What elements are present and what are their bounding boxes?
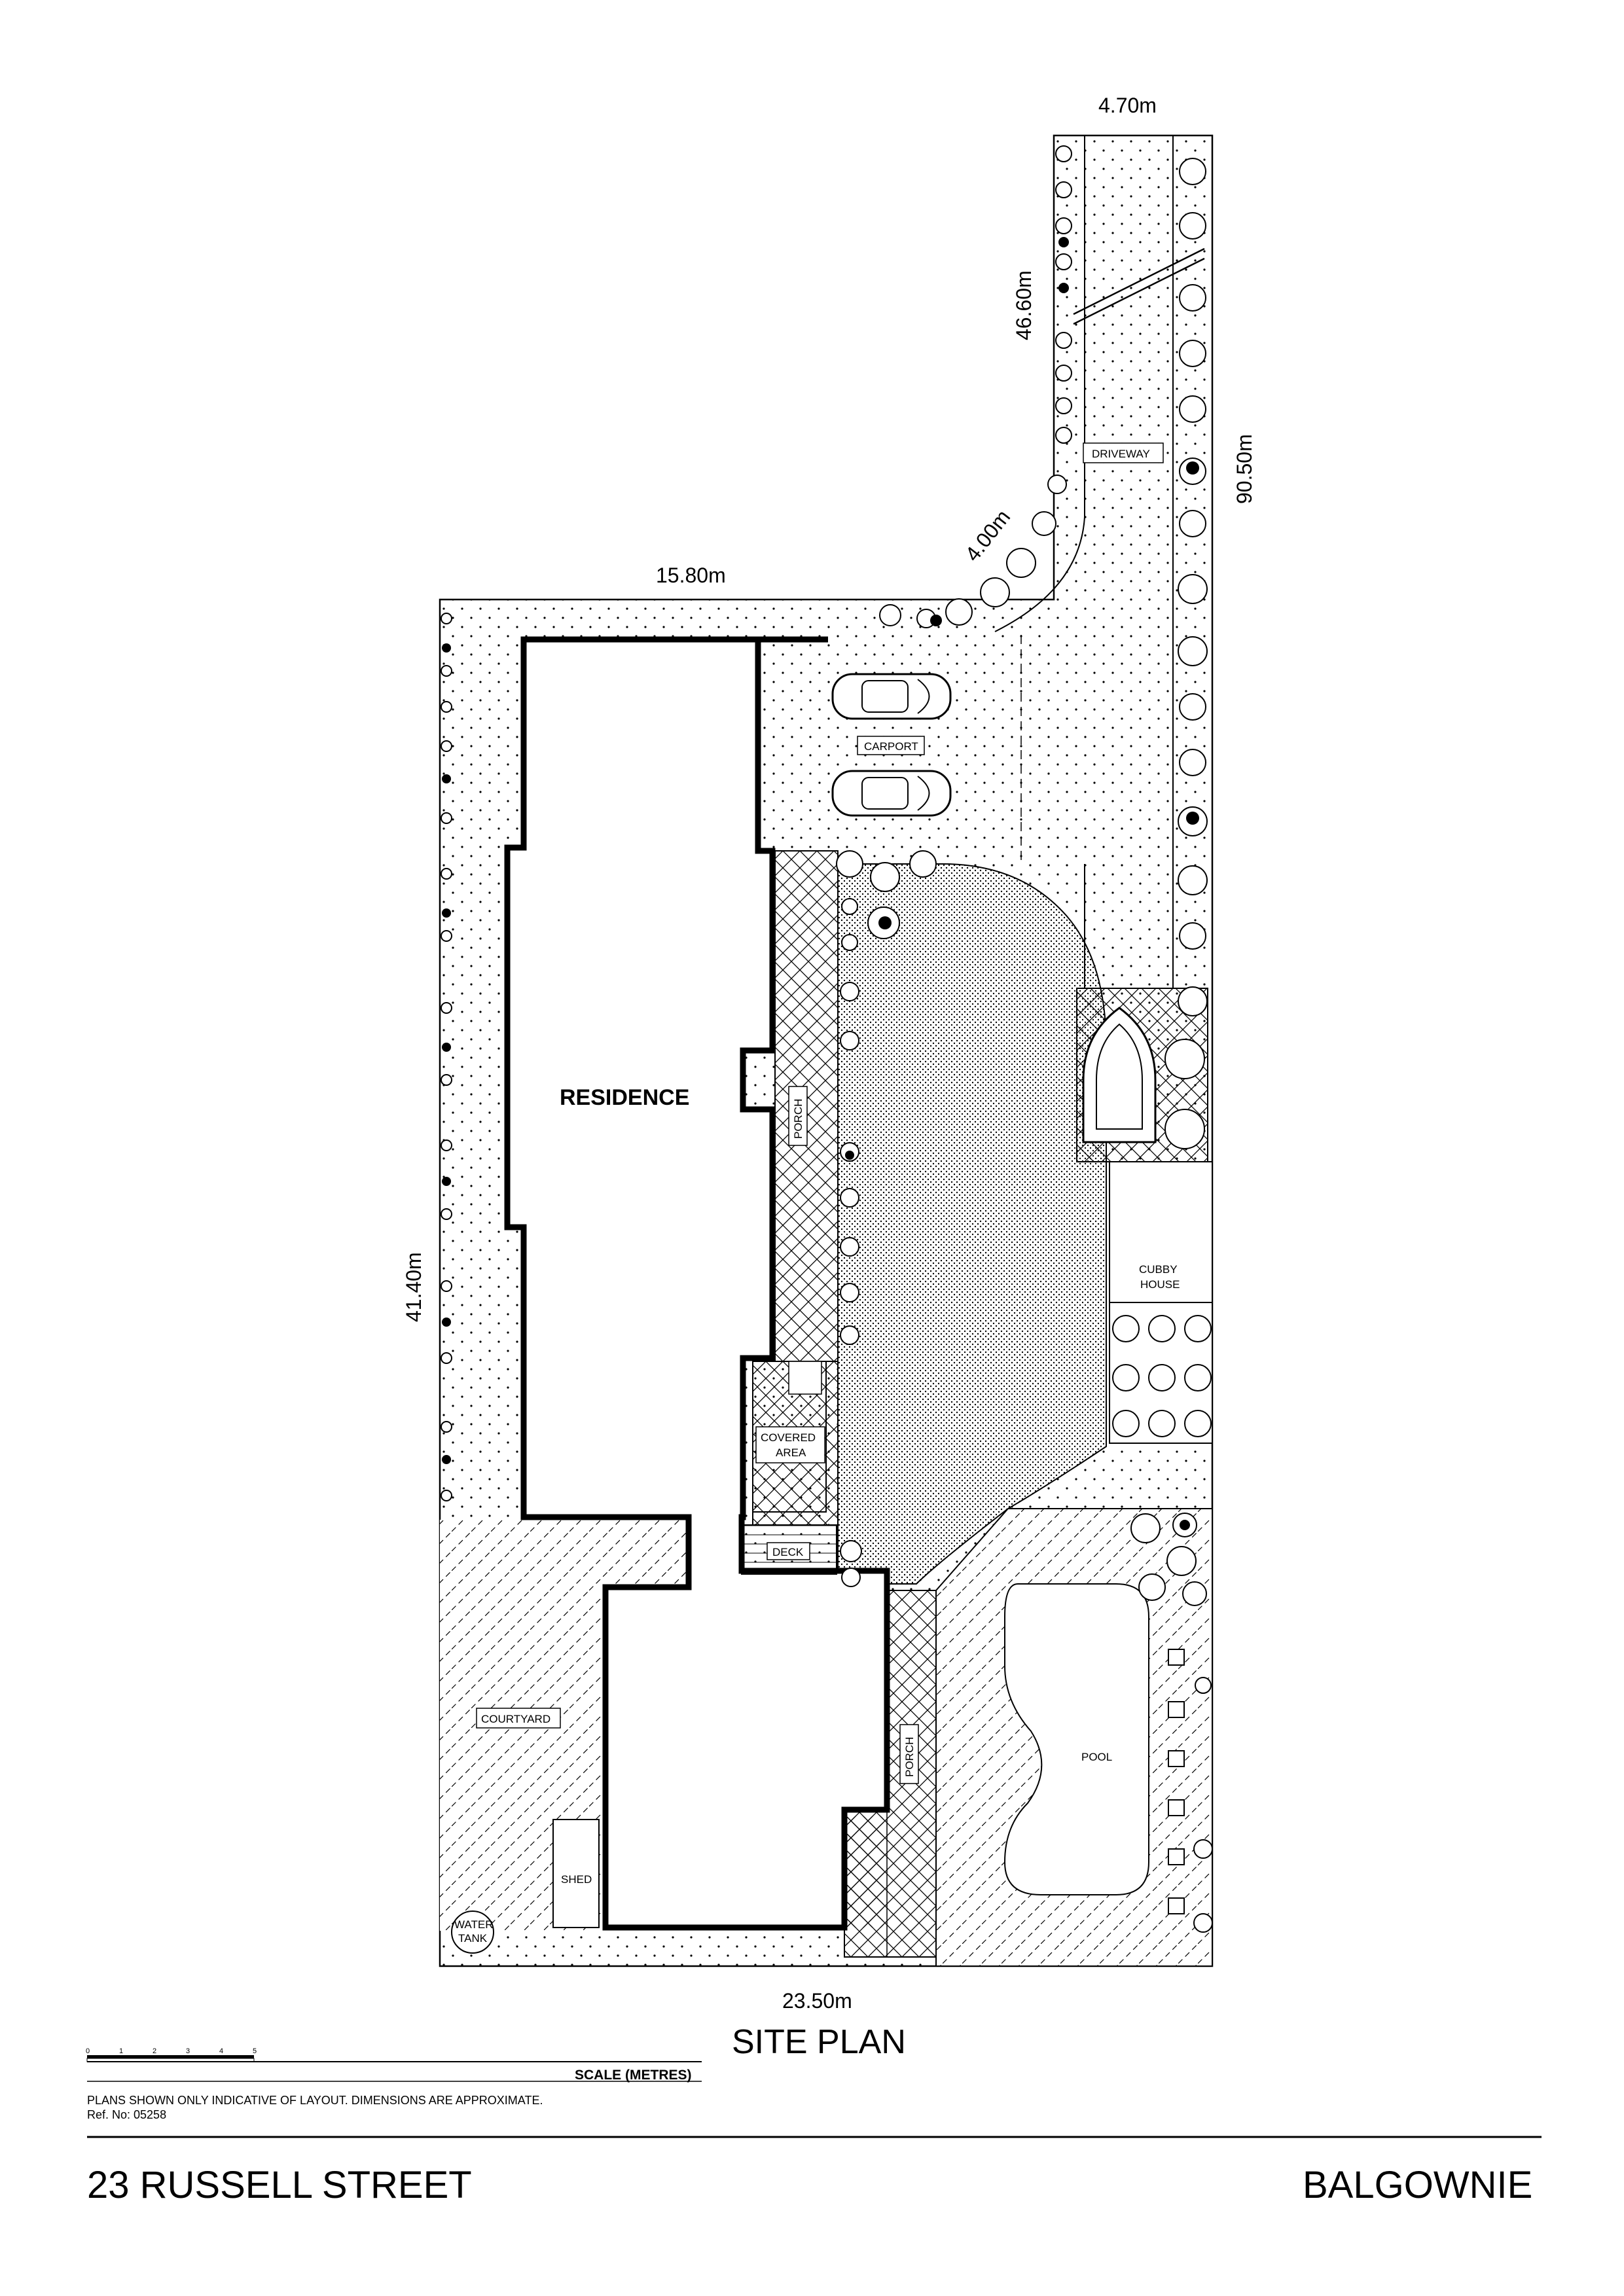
- dim-upper-left: 15.80m: [656, 564, 726, 587]
- dim-top: 4.70m: [1098, 94, 1157, 117]
- scale-bar: [86, 2055, 702, 2062]
- scale-tick-1: 1: [119, 2047, 123, 2055]
- label-porch-upper: PORCH: [792, 1099, 804, 1139]
- boat-icon: [1082, 1007, 1157, 1143]
- cubby-house: [1109, 1161, 1213, 1303]
- residence-building: [504, 636, 890, 1931]
- car-icon: [831, 770, 952, 817]
- dim-corner: 4.00m: [960, 505, 1015, 565]
- label-courtyard: COURTYARD: [481, 1713, 550, 1725]
- water-tank: [451, 1910, 494, 1954]
- label-shed: SHED: [561, 1873, 592, 1886]
- suburb-text: BALGOWNIE: [1303, 2164, 1533, 2206]
- label-area: AREA: [776, 1446, 806, 1459]
- disclaimer-text: PLANS SHOWN ONLY INDICATIVE OF LAYOUT. D…: [87, 2094, 543, 2107]
- scale-tick-0: 0: [86, 2047, 90, 2055]
- shed: [552, 1819, 600, 1928]
- stepping-stone-icons: [1168, 1649, 1185, 1914]
- reference-number: Ref. No: 05258: [87, 2108, 167, 2121]
- scale-label: SCALE (METRES): [575, 2068, 692, 2083]
- plan-title: SITE PLAN: [732, 2023, 906, 2061]
- dim-diagonal: 46.60m: [1012, 270, 1036, 340]
- shrub-icons: [441, 145, 1213, 1933]
- scale-tick-5: 5: [253, 2047, 257, 2055]
- label-driveway: DRIVEWAY: [1092, 448, 1150, 460]
- dim-left: 41.40m: [402, 1252, 425, 1322]
- address-text: 23 RUSSELL STREET: [87, 2164, 472, 2206]
- scale-tick-4: 4: [219, 2047, 223, 2055]
- scale-tick-2: 2: [153, 2047, 156, 2055]
- tree-icons: [442, 237, 1199, 1530]
- label-water: WATER: [454, 1918, 494, 1931]
- label-deck: DECK: [772, 1546, 804, 1558]
- label-porch-lower: PORCH: [903, 1737, 916, 1777]
- label-carport: CARPORT: [864, 740, 918, 753]
- label-cubby: CUBBY: [1139, 1263, 1178, 1276]
- label-tank: TANK: [458, 1932, 488, 1945]
- dim-right: 90.50m: [1233, 434, 1256, 504]
- dim-bottom: 23.50m: [782, 1989, 852, 2013]
- scale-tick-3: 3: [186, 2047, 190, 2055]
- label-residence: RESIDENCE: [560, 1085, 689, 1110]
- label-covered: COVERED: [761, 1431, 816, 1444]
- car-icon: [831, 673, 952, 720]
- pool: [1003, 1583, 1149, 1895]
- label-house: HOUSE: [1140, 1278, 1180, 1291]
- label-pool: POOL: [1081, 1751, 1112, 1763]
